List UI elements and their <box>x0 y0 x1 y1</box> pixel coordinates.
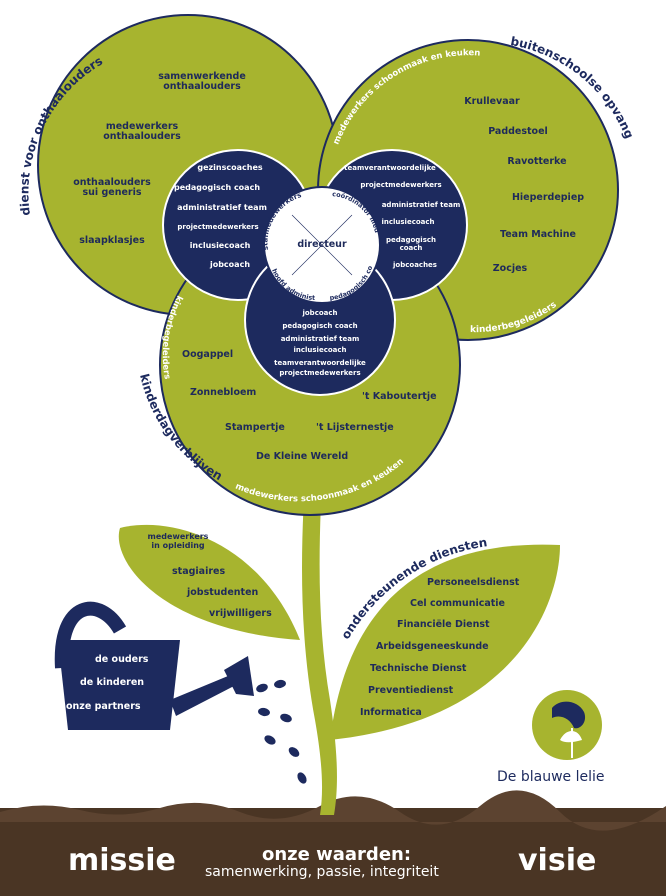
soil-ground <box>0 808 666 896</box>
kdv-item: Oogappel <box>182 349 234 360</box>
watering-can-rose <box>224 656 254 696</box>
bso-item: Paddestoel <box>488 126 548 137</box>
kdv-item: 't Kaboutertje <box>362 391 437 402</box>
watering-can-item: de kinderen <box>80 677 145 688</box>
inner-left-item: projectmedewerkers <box>177 223 259 231</box>
missie-label: missie <box>68 843 176 878</box>
inner-left-item: pedagogisch coach <box>173 183 261 192</box>
right-leaf-item: Financiële Dienst <box>397 619 490 630</box>
water-drop <box>258 707 270 717</box>
bso-item: Hieperdepiep <box>511 192 585 203</box>
right-leaf-item: Personeelsdienst <box>427 577 520 588</box>
watering-can-spout <box>170 676 234 716</box>
onthaalouders-item: medewerkers onthaalouders <box>103 121 181 143</box>
inner-left-item: jobcoach <box>209 260 251 269</box>
visie-label: visie <box>518 843 597 878</box>
center-divider <box>291 214 353 276</box>
left-leaf-item: jobstudenten <box>187 587 259 598</box>
water-drop <box>274 679 286 689</box>
onthaalouders-item: samenwerkende onthaalouders <box>158 71 246 93</box>
left-leaf-item: vrijwilligers <box>209 608 272 619</box>
watering-can-body <box>58 640 180 730</box>
watering-can <box>54 601 254 730</box>
inner-left-item: administratief team <box>177 203 267 212</box>
bso-item: Zocjes <box>492 263 528 274</box>
watering-can-item: de ouders <box>95 654 149 665</box>
right-leaf-item: Technische Dienst <box>370 663 467 674</box>
inner-right-item: jobcoaches <box>393 261 437 269</box>
inner-bottom-item: inclusiecoach <box>293 346 347 354</box>
bso-item: Team Machine <box>500 229 576 240</box>
left-leaf-item: stagiaires <box>172 566 226 577</box>
inner-bottom-item: projectmedewerkers <box>279 369 361 377</box>
kdv-item: 't Lijsternestje <box>316 422 394 433</box>
bso-item: Krullevaar <box>464 96 520 107</box>
waarden-list: samenwerking, passie, integriteit <box>205 864 439 880</box>
inner-bottom-item: pedagogisch coach <box>282 322 358 330</box>
onthaalouders-item: slaapklasjes <box>79 235 145 246</box>
water-drop <box>280 713 292 723</box>
inner-bottom-item: jobcoach <box>302 309 338 317</box>
logo-flower-icon <box>552 701 586 729</box>
inner-right-item: pedagogisch coach <box>385 236 437 252</box>
onthaalouders-item: onthaalouders sui generis <box>73 177 151 199</box>
logo-circle <box>532 690 602 760</box>
right-leaf-item: Informatica <box>360 707 422 718</box>
kdv-item: De Kleine Wereld <box>256 451 349 462</box>
water-drop <box>288 747 300 757</box>
inner-bottom-item: administratief team <box>280 335 360 343</box>
inner-left-item: inclusiecoach <box>189 241 251 250</box>
water-drop <box>256 683 268 693</box>
inner-right-item: inclusiecoach <box>381 218 435 226</box>
left-leaf-item: medewerkers in opleiding <box>147 532 209 550</box>
logo-de-blauwe-lelie <box>532 690 602 760</box>
watering-can-item: onze partners <box>66 701 141 712</box>
kdv-item: Zonnebloem <box>190 387 257 398</box>
water-drops <box>256 679 307 784</box>
right-leaf-item: Arbeidsgeneeskunde <box>376 641 489 652</box>
waarden-title: onze waarden: <box>262 844 412 865</box>
inner-left-item: gezinscoaches <box>197 163 263 172</box>
flower-stem <box>302 480 337 815</box>
inner-right-item: administratief team <box>381 201 461 209</box>
kdv-item: Stampertje <box>225 422 285 433</box>
water-drop <box>297 772 307 784</box>
left-leaf <box>118 524 300 640</box>
right-leaf <box>330 544 560 740</box>
inner-bottom-item: teamverantwoordelijke <box>274 359 366 367</box>
bso-item: Ravotterke <box>507 156 567 167</box>
right-leaf-item: Cel communicatie <box>410 598 505 609</box>
inner-right-item: teamverantwoordelijke <box>344 164 436 172</box>
inner-right-item: projectmedewerkers <box>360 181 442 189</box>
center-directeur: directeur <box>297 239 347 250</box>
logo-name: De blauwe lelie <box>497 769 605 785</box>
right-leaf-item: Preventiedienst <box>368 685 454 696</box>
water-drop <box>264 735 276 745</box>
